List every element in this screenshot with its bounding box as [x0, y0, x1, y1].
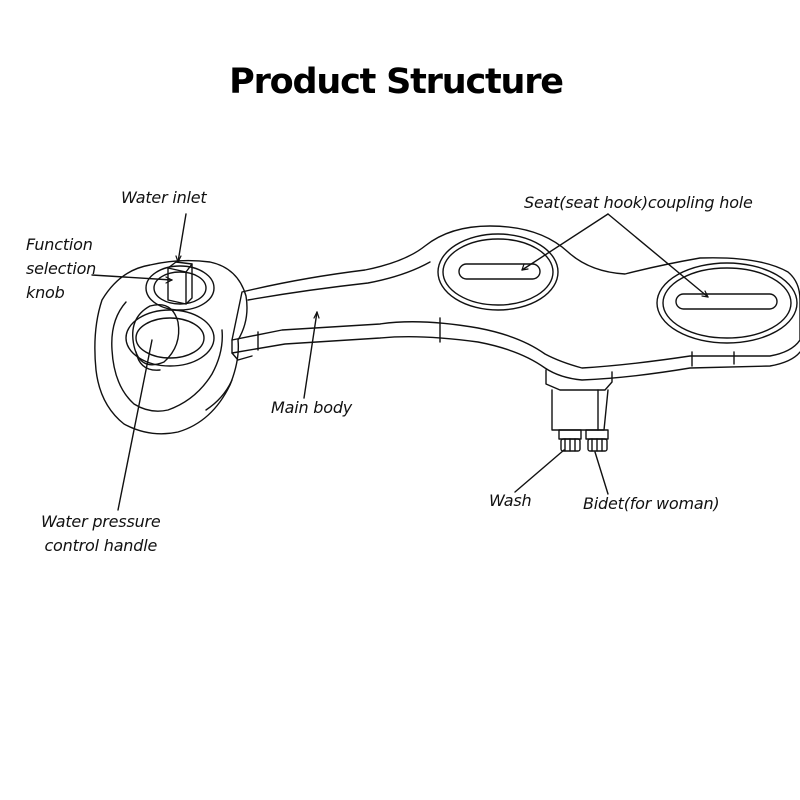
- page-title: Product Structure: [229, 62, 564, 102]
- pressure-handle-dial-inner: [135, 317, 205, 359]
- nozzle-housing: [545, 369, 613, 391]
- main-body-lower-edge: [231, 335, 800, 381]
- leader-seat-hole-left: [521, 213, 609, 271]
- pressure-handle-dial: [125, 309, 215, 367]
- pressure-handle-lever: [132, 304, 180, 366]
- leader-seat-hole-right: [607, 213, 709, 298]
- control-unit-inner-face: [111, 301, 223, 412]
- label-bidet: Bidet(for woman): [583, 494, 720, 513]
- water-inlet-fitting-top: [167, 261, 193, 273]
- leader-function-knob: [91, 274, 173, 281]
- leader-water-inlet: [177, 213, 187, 263]
- leader-arrow: [313, 311, 320, 319]
- leader-wash: [514, 449, 565, 493]
- leader-bidet: [594, 451, 609, 495]
- wash-nozzle: [558, 429, 582, 440]
- nozzle-housing-lower: [551, 389, 609, 431]
- water-inlet-fitting-side: [185, 263, 193, 305]
- leader-arrow: [521, 263, 529, 271]
- coupling-slot-right: [675, 293, 778, 310]
- leader-arrow: [175, 255, 182, 263]
- label-function-selection-knob: Function selection knob: [26, 235, 97, 302]
- coupling-slot-left: [458, 263, 541, 280]
- main-body-inner-top-edge: [247, 261, 431, 301]
- leader-arrow: [165, 276, 173, 284]
- leader-pressure-handle: [117, 339, 153, 511]
- label-seat-coupling-hole: Seat(seat hook)coupling hole: [524, 193, 753, 212]
- bidet-nozzle: [585, 429, 609, 440]
- main-body-outline: [231, 225, 800, 369]
- coupling-ring-right-inner: [662, 267, 792, 339]
- leader-arrow: [701, 290, 709, 298]
- coupling-ring-right: [656, 262, 798, 344]
- label-wash: Wash: [489, 491, 532, 510]
- coupling-ring-left: [437, 233, 559, 311]
- label-main-body: Main body: [271, 398, 353, 417]
- label-water-pressure-handle: Water pressure control handle: [41, 512, 161, 555]
- main-body-left-connector: [231, 339, 253, 361]
- control-unit-outline: [94, 259, 248, 435]
- function-knob-ring: [153, 271, 207, 305]
- leader-main-body: [303, 311, 318, 399]
- control-unit-side-detail: [205, 379, 233, 411]
- label-water-inlet: Water inlet: [121, 188, 207, 207]
- coupling-ring-left-inner: [442, 238, 554, 306]
- pressure-handle-lever-edge: [135, 351, 161, 371]
